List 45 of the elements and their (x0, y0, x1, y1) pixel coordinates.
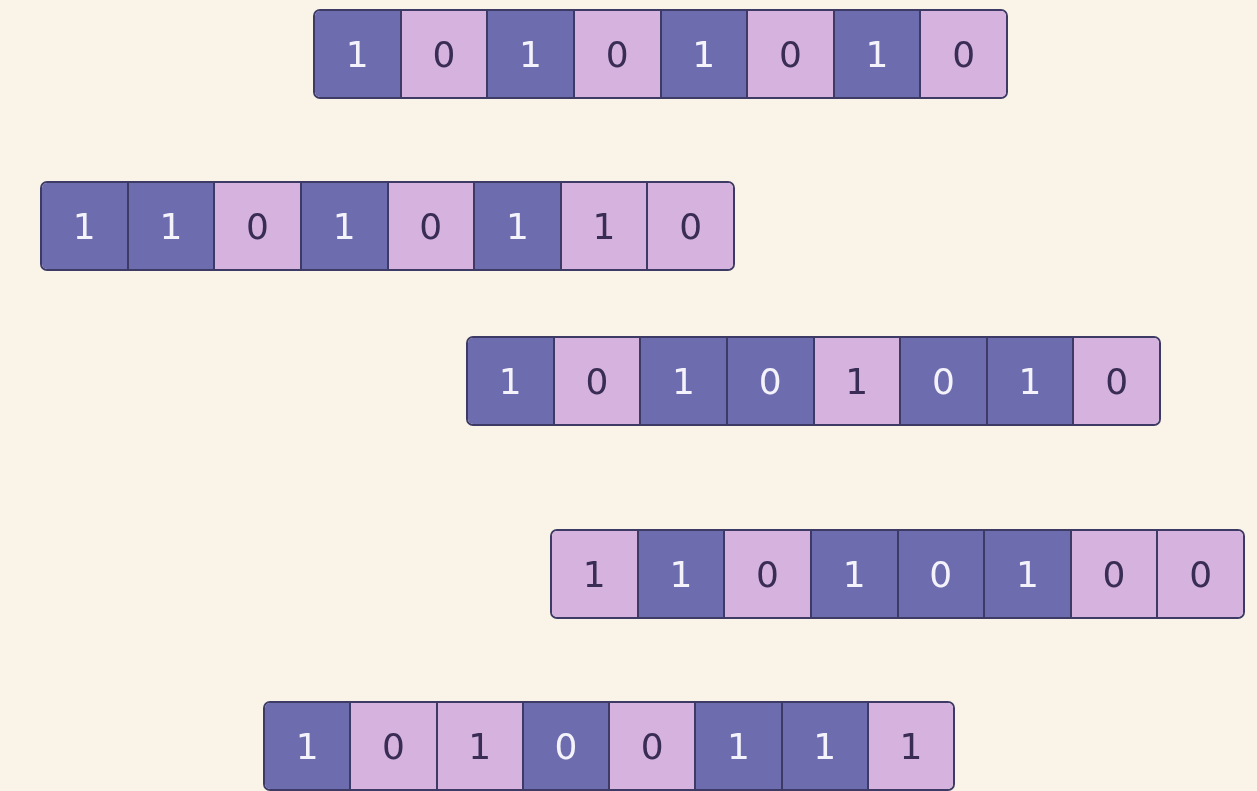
bit-cell: 1 (435, 703, 522, 789)
bit-cell: 1 (552, 531, 637, 617)
bit-cell: 1 (832, 11, 920, 97)
bit-cell: 1 (486, 11, 573, 97)
bit-cell: 1 (809, 531, 897, 617)
bit-cell: 1 (780, 703, 867, 789)
bit-cell: 0 (899, 338, 986, 424)
bit-cell: 1 (559, 183, 647, 269)
bit-strip (313, 9, 1008, 99)
bit-cell: 0 (1072, 338, 1159, 424)
bit-strip (466, 336, 1161, 426)
bit-cell: 1 (636, 531, 724, 617)
bit-cell: 1 (473, 183, 560, 269)
bit-cell: 1 (639, 338, 726, 424)
bit-cell: 1 (299, 183, 387, 269)
bit-cell: 1 (315, 11, 400, 97)
bit-cell: 0 (919, 11, 1006, 97)
bit-cell: 0 (349, 703, 436, 789)
bit-cell: 0 (572, 11, 660, 97)
bit-cell: 1 (866, 703, 953, 789)
bit-strip (550, 529, 1245, 619)
bit-cell: 0 (386, 183, 474, 269)
bit-cell: 0 (1156, 531, 1243, 617)
bit-cell: 0 (746, 11, 833, 97)
bit-cell: 0 (608, 703, 695, 789)
bit-cell: 1 (983, 531, 1070, 617)
bit-cell: 1 (42, 183, 127, 269)
bit-cell: 1 (659, 11, 747, 97)
bit-cell: 0 (399, 11, 487, 97)
bit-cell: 0 (896, 531, 984, 617)
bit-strip (263, 701, 955, 791)
bit-cell: 1 (265, 703, 350, 789)
bit-cell: 0 (552, 338, 640, 424)
bit-cell: 1 (985, 338, 1073, 424)
bit-cell: 0 (725, 338, 813, 424)
bit-cell: 1 (126, 183, 214, 269)
bit-strip (40, 181, 735, 271)
bit-cell: 0 (646, 183, 733, 269)
bit-cell: 1 (468, 338, 553, 424)
bit-cell: 0 (723, 531, 810, 617)
bit-cell: 0 (213, 183, 300, 269)
bit-cell: 0 (521, 703, 608, 789)
bit-cell: 1 (812, 338, 900, 424)
bit-cell: 1 (694, 703, 781, 789)
bit-cell: 0 (1069, 531, 1157, 617)
